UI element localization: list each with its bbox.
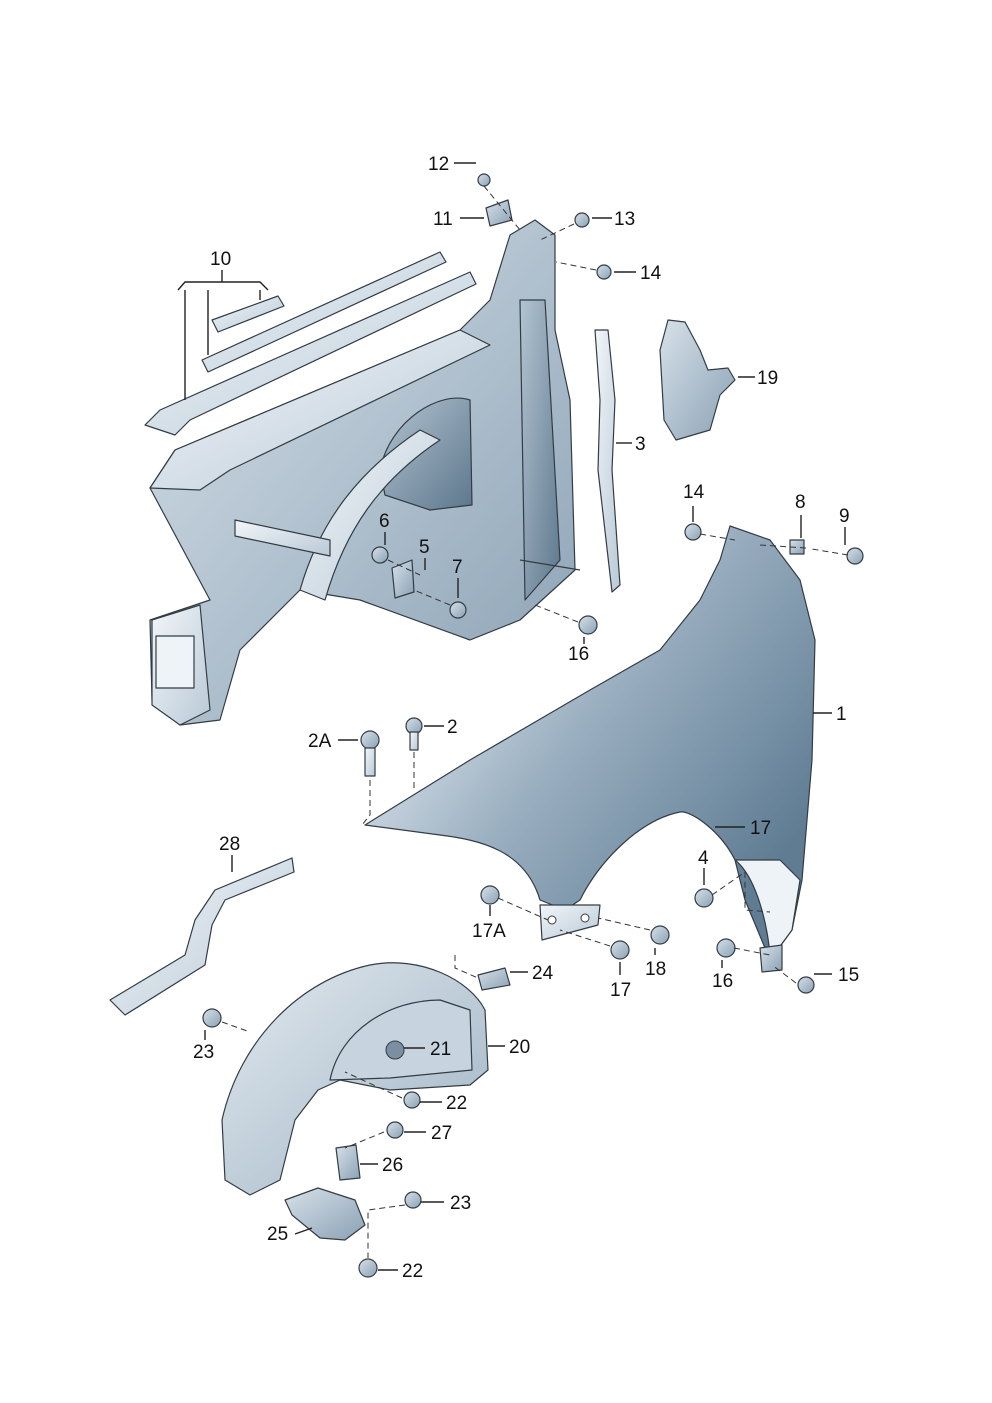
clip-13 (574, 212, 590, 228)
screw-15 (797, 976, 815, 994)
callout-1: 1 (836, 704, 847, 725)
callout-5: 5 (419, 537, 430, 558)
nut-4 (694, 888, 714, 908)
leader-lines (204, 162, 846, 1271)
screw-2 (405, 717, 423, 751)
clip-23-upper (202, 1008, 222, 1028)
callout-3: 3 (635, 434, 646, 455)
bolt-16-lower (716, 938, 736, 958)
front-fender-part-1 (364, 525, 816, 961)
washer-8 (789, 539, 805, 555)
callout-11: 11 (433, 209, 453, 230)
callout-26: 26 (382, 1155, 403, 1176)
callout-27: 27 (431, 1123, 452, 1144)
callout-17A: 17A (472, 921, 506, 942)
lower-panel-part-25 (284, 1187, 366, 1241)
seal-strip-part-3 (594, 329, 621, 593)
callout-23-lower: 23 (450, 1193, 471, 1214)
callout-2: 2 (447, 717, 458, 738)
callout-23-upper: 23 (193, 1042, 214, 1063)
clip-14-lower (684, 523, 702, 541)
callout-12: 12 (428, 154, 449, 175)
fasteners (202, 173, 864, 1278)
callout-7: 7 (452, 557, 463, 578)
callout-17-lower: 17 (610, 980, 631, 1001)
clip-14-upper (596, 264, 612, 280)
callout-6: 6 (379, 511, 390, 532)
callout-labels: 12 11 13 14 10 19 3 14 8 9 6 5 7 16 1 2A… (193, 154, 859, 1282)
callout-8: 8 (795, 492, 806, 513)
bracket-leader-10 (177, 270, 269, 400)
callout-10: 10 (210, 249, 231, 270)
arch-trim-part-28 (109, 857, 295, 1016)
callout-13: 13 (614, 209, 635, 230)
callout-2A: 2A (308, 731, 332, 752)
screw-22-upper (403, 1091, 421, 1109)
callout-17-upper: 17 (750, 818, 771, 839)
callout-18: 18 (645, 959, 666, 980)
callout-19: 19 (757, 368, 778, 389)
callout-20: 20 (509, 1037, 530, 1058)
trim-strips-part-10 (144, 251, 477, 436)
bolt-7 (449, 601, 467, 619)
callout-24: 24 (532, 963, 554, 984)
callout-21: 21 (430, 1039, 451, 1060)
bolt-17-lower (610, 940, 630, 960)
callout-9: 9 (839, 506, 850, 527)
inner-wing-structure (149, 219, 581, 726)
bolt-18 (650, 925, 670, 945)
bolt-12 (477, 173, 491, 187)
callout-4: 4 (698, 848, 709, 869)
bolt-9 (846, 547, 864, 565)
clip-6 (371, 546, 389, 564)
bracket-part-19 (659, 319, 736, 441)
screw-22-lower (358, 1258, 378, 1278)
callout-14-upper: 14 (640, 263, 662, 284)
bolt-2A (360, 730, 380, 777)
callout-16-upper: 16 (568, 644, 589, 665)
clip-24 (477, 967, 511, 991)
callout-22-lower: 22 (402, 1261, 423, 1282)
bolt-17A (480, 885, 500, 905)
bracket-15 (759, 944, 783, 973)
callout-16-lower: 16 (712, 971, 733, 992)
bolt-16-upper (578, 615, 598, 635)
clip-23-lower (404, 1191, 422, 1209)
clip-26 (335, 1144, 361, 1181)
wheelhouse-liner-part-20 (221, 962, 489, 1196)
callout-28: 28 (219, 834, 240, 855)
callout-15: 15 (838, 965, 859, 986)
assembly-lines (221, 185, 849, 1258)
callout-22-upper: 22 (446, 1093, 467, 1114)
callout-14-lower: 14 (683, 482, 705, 503)
screw-27 (386, 1121, 404, 1139)
callout-25: 25 (267, 1224, 288, 1245)
